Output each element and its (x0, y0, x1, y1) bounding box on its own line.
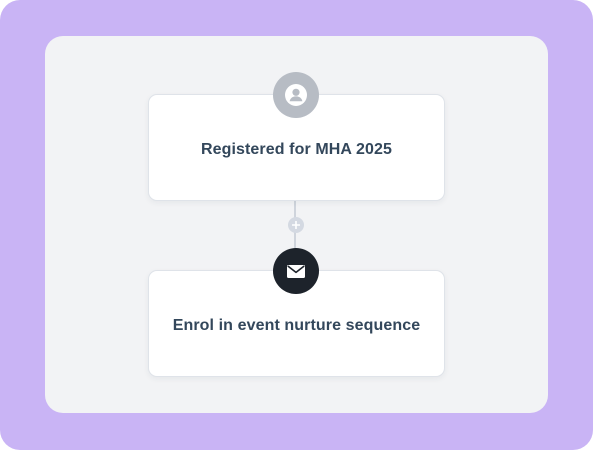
workflow-connector (294, 200, 296, 270)
envelope-icon (287, 264, 305, 278)
trigger-label: Registered for MHA 2025 (200, 140, 393, 158)
action-label: Enrol in event nurture sequence (172, 316, 421, 334)
add-step-button[interactable] (288, 217, 304, 233)
user-icon (285, 84, 307, 106)
action-badge (273, 248, 319, 294)
plus-icon (292, 221, 300, 229)
trigger-badge (273, 72, 319, 118)
